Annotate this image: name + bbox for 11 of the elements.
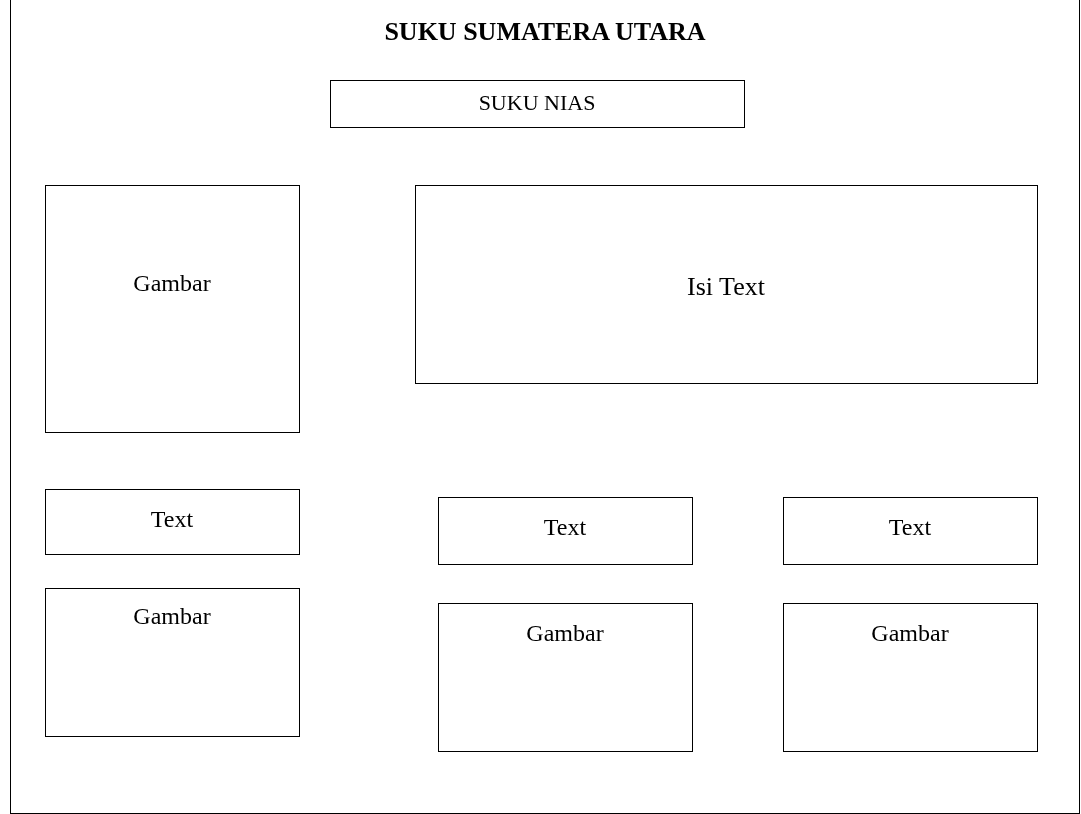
page-frame [10,0,1080,814]
image-field: Gambar [782,602,1038,752]
image-field: Gambar [437,602,693,752]
content-box: Isi Text [414,184,1038,384]
page-title: SUKU SUMATERA UTARA [384,17,706,47]
text-field: Text [437,496,693,565]
text-field: Text [44,488,300,555]
image-field: Gambar [44,587,300,737]
text-field: Text [782,496,1038,565]
image-field: Gambar [44,184,300,433]
header-box: SUKU NIAS [329,79,745,128]
